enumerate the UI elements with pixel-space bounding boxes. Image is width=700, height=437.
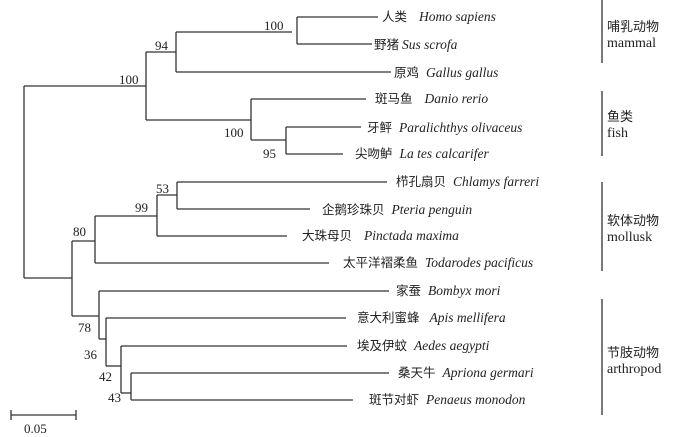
taxon-scientific-name: Paralichthys olivaceus (399, 120, 523, 135)
group-name-en: mammal (607, 36, 656, 51)
bootstrap-value: 100 (264, 18, 284, 33)
taxon-common-name: 野猪 (374, 37, 400, 52)
taxon-common-name: 斑马鱼 (375, 91, 413, 106)
taxon-label: 人类 Homo sapiens (382, 10, 496, 24)
bootstrap-value: 78 (78, 320, 91, 335)
taxon-scientific-name: Sus scrofa (402, 37, 458, 52)
bootstrap-value: 53 (156, 181, 169, 196)
taxon-scientific-name: Pteria penguin (391, 202, 473, 217)
bootstrap-value: 95 (263, 146, 276, 161)
taxon-label: 斑节对虾 Penaeus monodon (369, 393, 525, 407)
taxon-label: 尖吻鲈 La tes calcarifer (355, 147, 489, 161)
taxon-scientific-name: Gallus gallus (426, 65, 499, 80)
group-name-zh: 节肢动物 (607, 346, 660, 361)
taxon-common-name: 人类 (382, 9, 408, 24)
taxon-common-name: 尖吻鲈 (355, 146, 393, 161)
taxon-common-name: 桑天牛 (398, 365, 436, 380)
taxon-label: 牙鲆 Paralichthys olivaceus (367, 121, 522, 135)
group-name-en: fish (607, 126, 628, 141)
taxon-scientific-name: La tes calcarifer (399, 146, 489, 161)
taxon-common-name: 企鹅珍珠贝 (322, 202, 385, 217)
taxon-scientific-name: Penaeus monodon (426, 392, 526, 407)
taxon-label: 桑天牛 Apriona germari (398, 366, 534, 380)
taxon-label: 原鸡 Gallus gallus (394, 66, 498, 80)
scale-bar-label: 0.05 (24, 421, 47, 436)
taxon-common-name: 牙鲆 (367, 120, 393, 135)
taxon-common-name: 斑节对虾 (369, 392, 420, 407)
taxon-label: 埃及伊蚊 Aedes aegypti (357, 339, 489, 353)
bootstrap-value: 100 (224, 125, 244, 140)
taxon-common-name: 栉孔扇贝 (396, 174, 447, 189)
taxon-common-name: 家蚕 (396, 283, 422, 298)
group-name-zh: 哺乳动物 (607, 20, 660, 35)
taxon-common-name: 太平洋褶柔鱼 (343, 255, 419, 270)
taxon-common-name: 大珠母贝 (302, 228, 353, 243)
taxon-scientific-name: Chlamys farreri (453, 174, 540, 189)
taxon-scientific-name: Homo sapiens (419, 9, 496, 24)
taxon-common-name: 原鸡 (394, 65, 420, 80)
bootstrap-value: 94 (155, 38, 168, 53)
taxon-scientific-name: Danio rerio (424, 91, 489, 106)
group-name-en: mollusk (607, 230, 653, 245)
group-name-en: arthropod (607, 362, 662, 377)
bootstrap-value: 42 (99, 369, 112, 384)
taxon-common-name: 意大利蜜蜂 (357, 310, 420, 325)
taxon-label: 企鹅珍珠贝 Pteria penguin (322, 203, 472, 217)
taxon-label: 大珠母贝 Pinctada maxima (302, 229, 459, 243)
taxon-label: 斑马鱼 Danio rerio (375, 92, 488, 106)
group-name-zh: 软体动物 (607, 214, 660, 229)
taxon-label: 太平洋褶柔鱼 Todarodes pacificus (343, 256, 533, 270)
taxon-scientific-name: Aedes aegypti (414, 338, 490, 353)
taxon-label: 意大利蜜蜂 Apis mellifera (357, 311, 506, 325)
taxon-scientific-name: Todarodes pacificus (425, 255, 534, 270)
bootstrap-value: 99 (135, 200, 148, 215)
taxon-label: 栉孔扇贝 Chlamys farreri (396, 175, 539, 189)
scale-bar (10, 410, 77, 420)
taxon-scientific-name: Bombyx mori (428, 283, 501, 298)
taxon-scientific-name: Apriona germari (442, 365, 534, 380)
taxon-label: 家蚕 Bombyx mori (396, 284, 500, 298)
bootstrap-value: 43 (108, 390, 121, 405)
bootstrap-value: 100 (119, 72, 139, 87)
bootstrap-value: 80 (73, 224, 86, 239)
bootstrap-value: 36 (84, 347, 97, 362)
taxon-common-name: 埃及伊蚊 (357, 338, 408, 353)
taxon-scientific-name: Pinctada maxima (364, 228, 459, 243)
group-name-zh: 鱼类 (607, 110, 634, 125)
taxon-scientific-name: Apis mellifera (429, 310, 506, 325)
